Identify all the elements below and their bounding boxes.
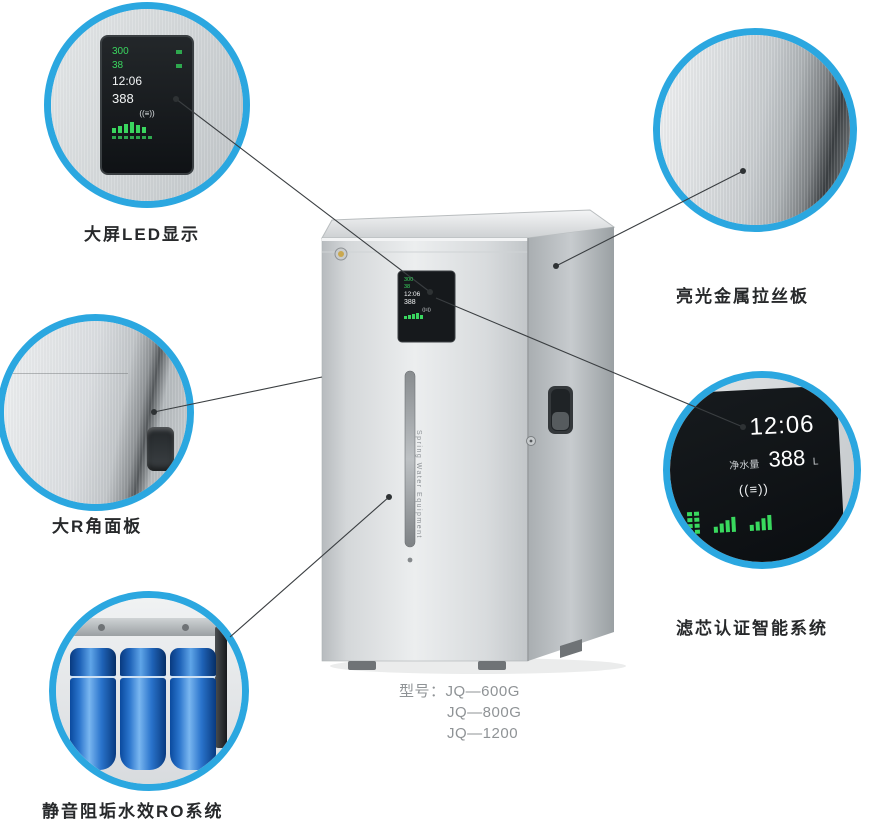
side-handle-grip xyxy=(552,412,569,430)
brand-logo-icon xyxy=(338,251,344,257)
led-row: 388 xyxy=(112,91,182,106)
filter-body xyxy=(170,678,216,770)
feature-label-ro: 静音阻垢水效RO系统 xyxy=(42,802,224,821)
bolt-icon xyxy=(98,624,105,631)
machine-foot xyxy=(560,639,582,658)
smart-panel-photo: 12:06 净水量 388 L ((≡)) xyxy=(670,385,848,562)
model-list: 型号：JQ—600G JQ—800G JQ—1200 xyxy=(399,681,521,744)
machine-foot xyxy=(348,661,376,670)
md-row2: 38 xyxy=(404,284,411,290)
feature-label-smart: 滤芯认证智能系统 xyxy=(676,619,828,638)
keyhole-slot xyxy=(529,439,533,443)
led-row2-value: 38 xyxy=(112,60,124,71)
panel-seam-line xyxy=(4,373,129,374)
keyhole-lock-icon xyxy=(526,436,536,446)
handle-cutout xyxy=(147,427,174,471)
led-row: 38 xyxy=(112,60,182,71)
flow-value: 388 xyxy=(767,445,806,472)
callout-smart-system: 12:06 净水量 388 L ((≡)) xyxy=(663,371,861,569)
led-flow-value: 388 xyxy=(112,91,134,106)
feature-label-r-angle: 大R角面板 xyxy=(52,517,143,536)
md-bar-indicators xyxy=(404,313,449,319)
callout-dot xyxy=(553,263,559,269)
model-prefix: 型号： xyxy=(399,683,446,700)
panel-flow-row: 净水量 388 L xyxy=(684,444,821,477)
frame-slat xyxy=(215,626,227,748)
led-row: 12:06 xyxy=(112,74,182,88)
side-handle-recess xyxy=(551,389,570,431)
flow-unit: L xyxy=(812,456,819,468)
filter-cartridge xyxy=(70,648,116,772)
led-time: 12:06 xyxy=(112,74,143,88)
machine-shadow xyxy=(330,658,626,674)
machine-vertical-text: Spring Water Equipment xyxy=(415,430,422,539)
mounting-bracket xyxy=(68,618,230,636)
water-level-slot xyxy=(404,370,416,548)
led-row: 300 xyxy=(112,46,182,57)
r-angle-panel-photo xyxy=(4,321,187,504)
drain-dot-icon xyxy=(407,557,413,563)
filter-cap xyxy=(70,648,116,678)
machine-lid xyxy=(321,209,616,239)
filter-body xyxy=(120,678,166,770)
filter-life-grid xyxy=(686,511,701,535)
led-row1-value: 300 xyxy=(112,46,129,57)
signal-icon: ((≡)) xyxy=(422,307,431,312)
bolt-icon xyxy=(182,624,189,631)
level-bars xyxy=(749,514,772,532)
model-2: JQ—800G xyxy=(447,704,522,721)
machine-led-content: 300 38 12:06 388 ((≡)) xyxy=(400,274,453,340)
callout-led-display: 300 38 12:06 388 ((≡)) xyxy=(44,2,250,208)
machine-foot xyxy=(478,661,506,670)
brand-logo-icon xyxy=(334,247,348,261)
led-bar-indicators xyxy=(112,121,182,133)
callout-line-ro xyxy=(229,496,390,638)
signal-icon: ((≡)) xyxy=(738,480,770,498)
model-1: JQ—600G xyxy=(445,683,520,700)
filter-cartridge xyxy=(170,648,216,772)
md-value: 388 xyxy=(404,299,416,306)
level-bars xyxy=(713,516,737,533)
brushed-metal-photo xyxy=(660,35,850,225)
feature-label-metal: 亮光金属拉丝板 xyxy=(676,287,809,306)
model-3: JQ—1200 xyxy=(447,725,519,742)
md-time: 12:06 xyxy=(404,291,421,298)
feature-label-led: 大屏LED显示 xyxy=(84,225,200,244)
callout-brushed-metal xyxy=(653,28,857,232)
led-chip-icon xyxy=(176,50,182,54)
callout-r-angle-panel xyxy=(0,314,194,511)
side-handle xyxy=(548,386,573,434)
filter-cap xyxy=(170,648,216,678)
led-chip-icon xyxy=(176,64,182,68)
panel-indicators xyxy=(686,505,824,535)
panel-time: 12:06 xyxy=(748,410,816,441)
flow-label: 净水量 xyxy=(729,459,760,472)
filter-cap xyxy=(120,648,166,678)
led-dot-indicators xyxy=(112,136,182,139)
signal-icon: ((≡)) xyxy=(139,109,155,118)
led-screen: 300 38 12:06 388 ((≡)) xyxy=(100,35,194,175)
machine-side-panel xyxy=(528,227,614,661)
model-line: 型号：JQ—600G xyxy=(399,681,521,702)
callout-dot xyxy=(386,494,392,500)
md-row1: 300 xyxy=(404,277,414,283)
callout-ro-system xyxy=(49,591,249,791)
filter-cartridge xyxy=(120,648,166,772)
filter-body xyxy=(70,678,116,770)
lid-front-edge xyxy=(322,238,528,241)
